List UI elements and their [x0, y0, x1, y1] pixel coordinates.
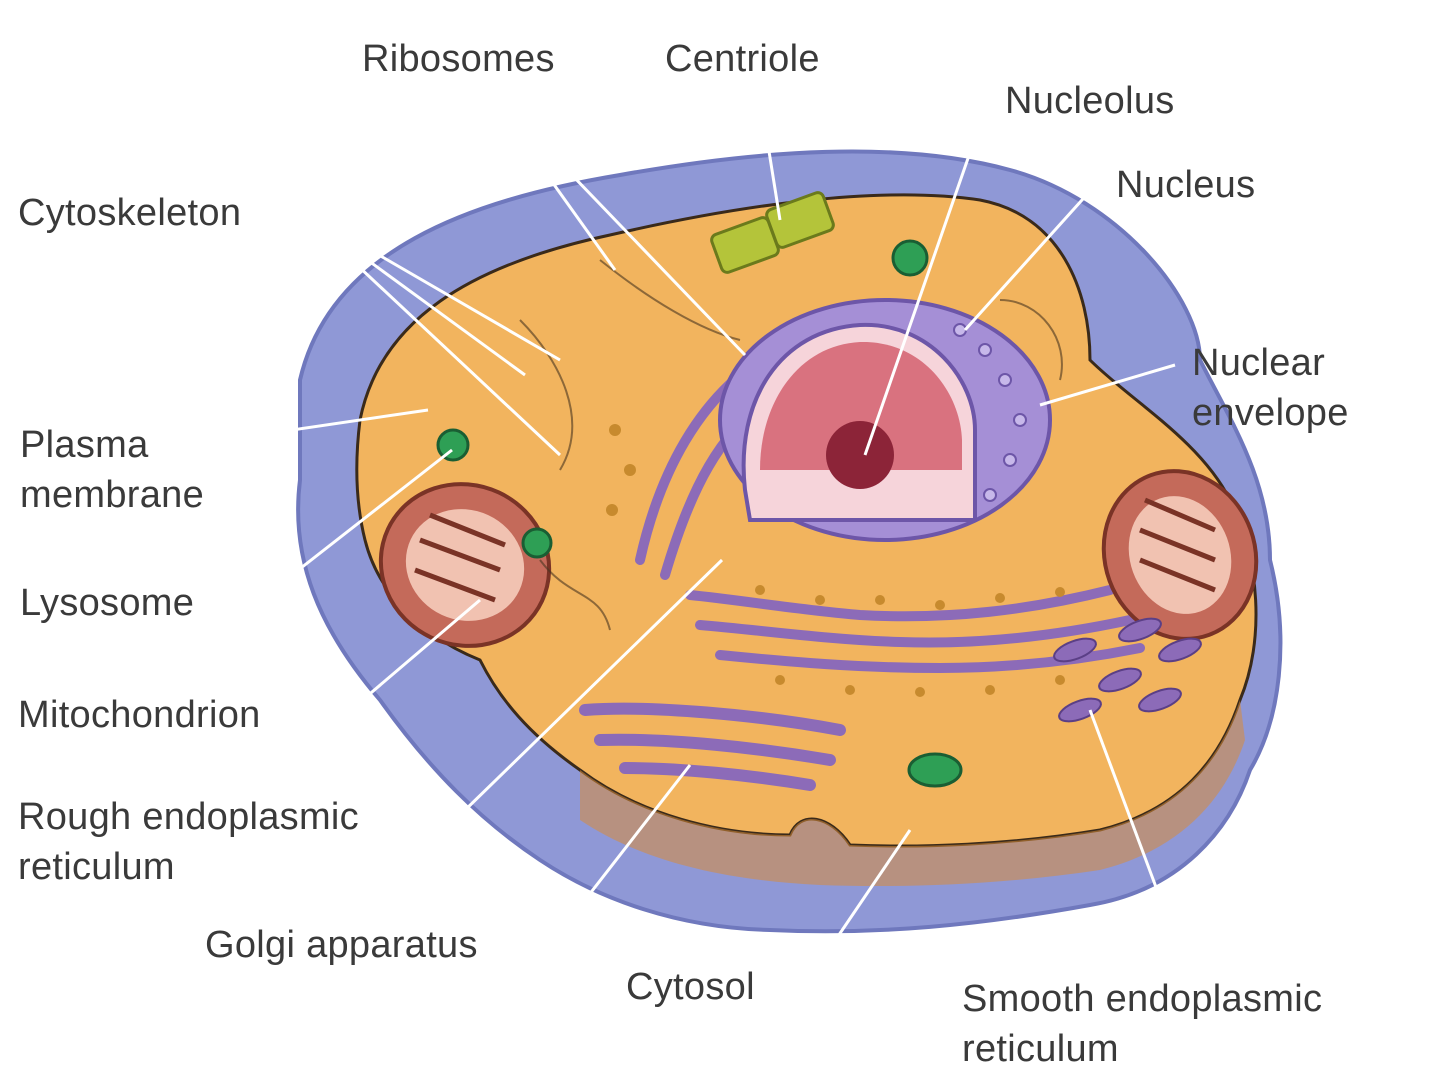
label-smooth-er: Smooth endoplasmic reticulum — [962, 974, 1322, 1074]
label-smooth-er-line2: reticulum — [962, 1028, 1119, 1070]
label-nuclear-envelope-line1: Nuclear — [1192, 342, 1326, 384]
label-nuclear-envelope: Nuclear envelope — [1192, 338, 1349, 438]
leader-cytoskeleton-1 — [309, 213, 561, 362]
leader-nuclear-envelope — [1039, 363, 1176, 407]
smooth-er — [1053, 617, 1202, 723]
cytosol-cut-face — [580, 700, 1245, 887]
label-plasma-membrane-line2: membrane — [20, 474, 205, 516]
centriole — [710, 191, 835, 274]
leader-golgi — [548, 764, 692, 946]
leader-cytoskeleton-2 — [309, 216, 526, 377]
label-nucleus: Nucleus — [1116, 164, 1256, 206]
label-rough-er: Rough endoplasmic reticulum — [18, 792, 359, 892]
golgi-apparatus — [579, 702, 846, 791]
label-rough-er-line2: reticulum — [18, 846, 175, 888]
label-cytosol: Cytosol — [626, 966, 755, 1008]
leader-cytoskeleton-3 — [308, 219, 562, 457]
label-lysosome: Lysosome — [20, 582, 195, 624]
lysosomes — [436, 239, 963, 788]
leader-rough-er — [458, 558, 724, 817]
label-nuclear-envelope-line2: envelope — [1192, 392, 1349, 434]
label-plasma-membrane: Plasma membrane — [20, 420, 204, 520]
label-smooth-er-line1: Smooth endoplasmic — [962, 978, 1323, 1020]
label-ribosomes: Ribosomes — [362, 38, 555, 80]
leader-mitochondrion — [344, 598, 481, 717]
mitochondrion-right — [1101, 469, 1259, 641]
nucleus — [718, 298, 1052, 542]
leader-centriole — [758, 94, 782, 221]
leader-ribosomes-2 — [493, 93, 747, 357]
leader-cytosol — [803, 829, 912, 986]
leader-nucleolus — [863, 94, 992, 456]
label-cytoskeleton: Cytoskeleton — [18, 192, 242, 234]
label-golgi-apparatus: Golgi apparatus — [205, 924, 478, 966]
label-mitochondrion: Mitochondrion — [18, 694, 261, 736]
leader-lysosome — [259, 448, 453, 602]
leader-nucleus — [963, 178, 1102, 332]
label-rough-er-line1: Rough endoplasmic — [18, 796, 359, 838]
leader-lines — [189, 93, 1187, 986]
label-plasma-membrane-line1: Plasma — [20, 424, 149, 466]
leader-smooth-er — [1088, 709, 1187, 966]
leader-ribosomes-1 — [488, 94, 617, 271]
label-centriole: Centriole — [665, 38, 820, 80]
rough-er-ribosome-dots — [606, 424, 1065, 697]
leader-plasma-membrane — [189, 408, 429, 447]
mitochondrion-left — [378, 482, 552, 648]
label-nucleolus: Nucleolus — [1005, 80, 1175, 122]
